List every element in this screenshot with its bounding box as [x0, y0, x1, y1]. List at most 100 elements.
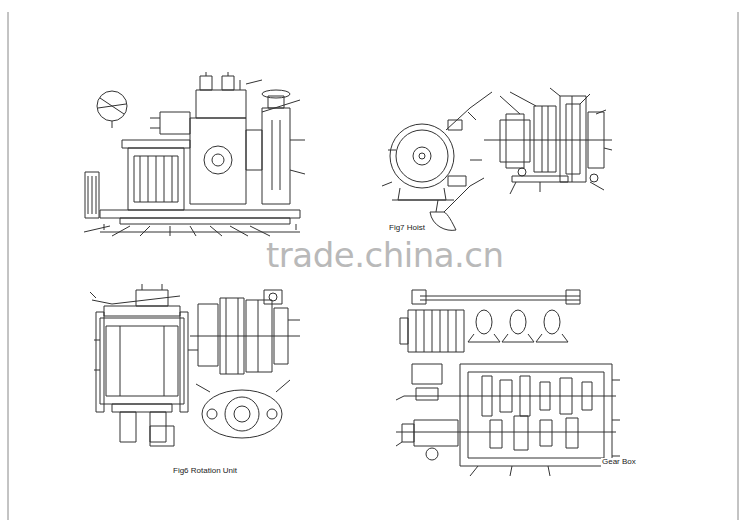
gear-box-drawing-part: [414, 420, 458, 446]
hoist-drawing-part: [413, 147, 431, 165]
rotation-unit-drawing-part: [269, 293, 277, 301]
machine-assembly-part: [140, 156, 172, 202]
hoist-drawing-part: [542, 96, 572, 182]
machine-assembly-part: [246, 80, 305, 174]
gear-box-drawing-part: [566, 290, 580, 304]
machine-assembly-part: [272, 120, 280, 190]
hoist-drawing-part: [390, 124, 454, 188]
machine-assembly-part: [98, 98, 126, 114]
gear-box-drawing-part: [544, 310, 560, 334]
machine-assembly-part: [150, 118, 160, 128]
gear-box-drawing-part: [476, 310, 492, 334]
gear-box-drawing-part: [500, 380, 512, 412]
gear-box-drawing-part: [468, 334, 568, 342]
rotation-unit-drawing-part: [150, 426, 174, 446]
rotation-unit-drawing-part: [198, 304, 218, 366]
machine-assembly-part: [128, 148, 184, 210]
machine-assembly-part: [85, 172, 99, 218]
hoist-drawing-part: [382, 150, 482, 186]
gear-box-drawing-part: [540, 420, 552, 446]
sheet-border-part: [738, 12, 739, 520]
rotation-unit-drawing-part: [120, 326, 164, 396]
rotation-unit-drawing-part: [267, 409, 277, 419]
gear-box-drawing-part: [582, 382, 592, 410]
machine-assembly-part: [160, 112, 190, 134]
gear-box-drawing-part: [482, 376, 492, 416]
gear-box-drawing-part: [426, 448, 438, 460]
machine-assembly-part: [222, 76, 234, 90]
machine-assembly-part: [262, 108, 290, 204]
gear-box-drawing-part: [514, 416, 528, 450]
hoist-drawing-part: [448, 176, 466, 186]
rotation-unit-drawing-part: [136, 290, 168, 306]
gear-box-drawing-part: [416, 310, 456, 352]
rotation-unit-drawing-part: [142, 284, 162, 290]
gear-box-drawing-part: [566, 418, 578, 448]
rotation-unit-drawing-part: [180, 312, 188, 412]
gear-box-drawing-part: [408, 310, 464, 352]
sheet-border-part: [8, 12, 9, 520]
hoist-drawing-part: [419, 153, 425, 159]
rotation-unit-drawing-part: [96, 312, 104, 412]
machine-assembly-part: [122, 140, 190, 148]
gear-box-drawing-part: [412, 364, 442, 384]
hoist-drawing-part: [436, 178, 484, 212]
sheet-border: [8, 12, 738, 520]
figure-caption: Gear Box: [601, 458, 637, 467]
rotation-unit-drawing-part: [190, 336, 300, 337]
figure-caption: Fig7 Hoist: [388, 224, 426, 233]
machine-assembly-part: [204, 146, 232, 174]
machine-assembly-part: [100, 210, 300, 218]
gear-box-drawing-part: [540, 382, 550, 410]
machine-assembly-part: [246, 130, 262, 170]
hoist-drawing-part: [446, 92, 492, 130]
gear-box-drawing-part: [404, 432, 616, 433]
rotation-unit-drawing-part: [112, 404, 172, 412]
figure-caption: Fig6 Rotation Unit: [172, 467, 238, 476]
hoist-drawing-part: [534, 106, 556, 172]
machine-assembly-part: [134, 156, 178, 202]
machine-assembly-part: [200, 76, 212, 90]
machine-assembly-part: [100, 224, 300, 232]
rotation-unit-drawing-part: [100, 318, 184, 404]
hoist-drawing-part: [512, 176, 568, 182]
machine-assembly-part: [84, 226, 270, 236]
gear-box-drawing-part: [400, 318, 408, 344]
hoist-drawing-part: [396, 130, 448, 182]
hoist-drawing-part: [448, 120, 462, 130]
hoist-drawing-part: [430, 212, 456, 230]
gear-box-drawing-part: [460, 364, 612, 466]
rotation-unit-drawing-part: [106, 326, 178, 396]
hoist-drawing-part: [398, 188, 446, 200]
hoist-drawing-part: [566, 104, 580, 174]
gear-box-drawing-part: [490, 420, 502, 448]
machine-assembly-part: [190, 118, 246, 204]
machine-assembly: [84, 72, 305, 236]
gear-box-drawing-part: [468, 372, 604, 458]
rotation-unit-drawing-part: [225, 397, 259, 431]
rotation-unit-drawing-part: [104, 306, 180, 316]
rotation-unit-drawing-part: [264, 290, 282, 304]
hoist-drawing-part: [506, 114, 524, 168]
rotation-unit-drawing-part: [94, 320, 300, 392]
machine-assembly-part: [262, 90, 290, 98]
rotation-unit-drawing-part: [207, 409, 217, 419]
gear-box-drawing-part: [396, 380, 620, 476]
machine-assembly-part: [97, 91, 127, 121]
machine-assembly-part: [88, 176, 96, 214]
gear-box-drawing-part: [404, 396, 616, 397]
rotation-unit-drawing: [90, 284, 300, 446]
hoist-drawing-part: [392, 200, 454, 201]
watermark: trade.china.cn: [264, 238, 506, 272]
gear-box-drawing-part: [402, 424, 414, 442]
hoist-drawing-part: [518, 168, 526, 176]
rotation-unit-drawing-part: [120, 412, 136, 442]
machine-assembly-part: [212, 154, 224, 166]
rotation-unit-drawing-part: [234, 406, 250, 422]
gear-box-drawing-part: [510, 310, 526, 334]
hoist-drawing-part: [500, 88, 612, 194]
gear-box-drawing-part: [412, 290, 426, 304]
hoist-drawing-part: [500, 120, 530, 162]
hoist-drawing-part: [560, 96, 586, 182]
